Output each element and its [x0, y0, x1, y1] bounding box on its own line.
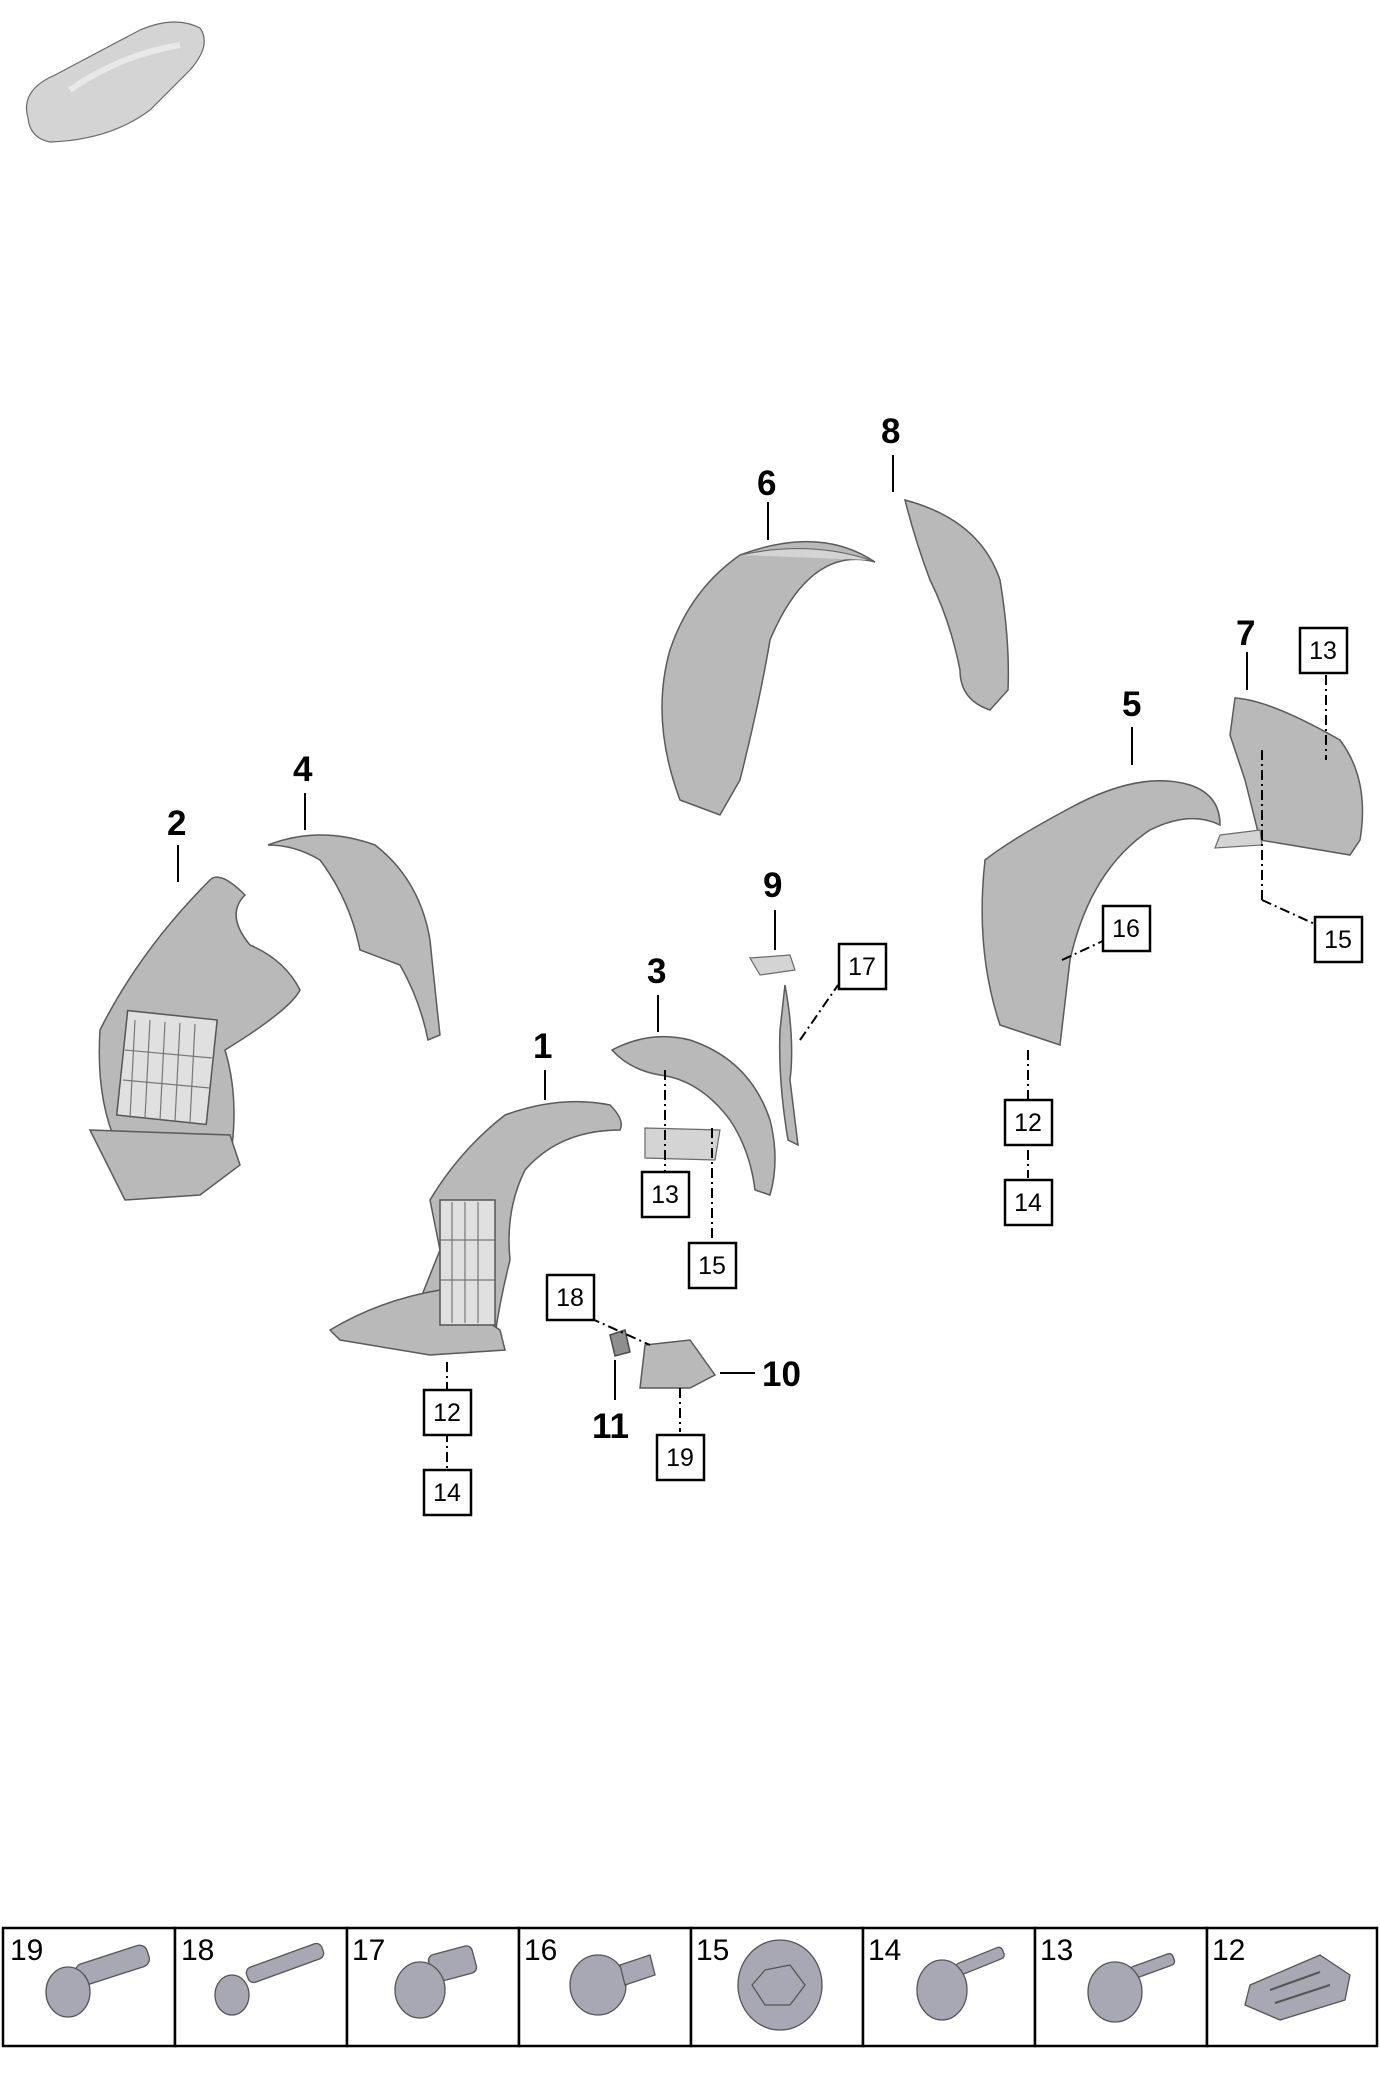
part-1-wheel-liner — [328, 1100, 622, 1356]
ref-box-19: 19 — [655, 1433, 706, 1482]
callout-5: 5 — [1122, 685, 1141, 724]
svg-text:12: 12 — [433, 1399, 461, 1427]
svg-text:15: 15 — [696, 1934, 729, 1967]
callout-2: 2 — [167, 804, 186, 843]
svg-text:13: 13 — [651, 1181, 679, 1209]
svg-text:17: 17 — [352, 1934, 385, 1967]
callout-8: 8 — [881, 412, 900, 451]
callout-1: 1 — [533, 1027, 552, 1066]
ref-box-17: 17 — [837, 942, 888, 991]
part-5-wheel-liner — [981, 780, 1221, 1047]
callout-10: 10 — [762, 1355, 801, 1394]
legend-cell-17: 17 — [345, 1926, 521, 2048]
ref-box-13-front: 13 — [640, 1170, 691, 1219]
callout-3: 3 — [647, 952, 666, 991]
ref-box-15-front: 15 — [687, 1241, 738, 1290]
legend-cell-15: 15 — [689, 1926, 865, 2048]
part-9-bracket — [748, 954, 799, 1147]
ref-box-13-rear: 13 — [1298, 626, 1349, 675]
svg-text:13: 13 — [1309, 637, 1337, 665]
ref-box-12-front: 12 — [422, 1388, 473, 1437]
svg-text:14: 14 — [868, 1934, 901, 1967]
vehicle-thumbnail-icon — [26, 21, 205, 143]
part-2-wheel-liner — [88, 876, 301, 1201]
svg-text:12: 12 — [1014, 1109, 1042, 1137]
svg-text:15: 15 — [698, 1252, 726, 1280]
pan-head-screw-icon — [1087, 1952, 1176, 2023]
ref-box-12-rear: 12 — [1003, 1098, 1054, 1147]
ref-box-18: 18 — [545, 1273, 596, 1322]
part-6-wheel-liner — [661, 540, 876, 816]
svg-text:12: 12 — [1212, 1934, 1245, 1967]
part-7-wheel-liner-section — [1214, 697, 1364, 856]
legend-cell-14: 14 — [861, 1926, 1037, 2048]
part-3-wheel-liner — [610, 1035, 776, 1196]
ref-box-14-front: 14 — [422, 1468, 473, 1517]
svg-text:19: 19 — [666, 1444, 694, 1472]
expanding-nut-icon — [569, 1954, 656, 2016]
legend-cell-19: 19 — [1, 1926, 177, 2048]
svg-text:18: 18 — [181, 1934, 214, 1967]
screw-bolt-icon — [45, 1944, 151, 2018]
svg-text:18: 18 — [556, 1284, 584, 1312]
legend-cell-13: 13 — [1033, 1926, 1209, 2048]
part-4-wheel-liner — [267, 834, 441, 1042]
svg-text:17: 17 — [848, 953, 876, 981]
part-8-wheel-liner-section — [903, 498, 1010, 711]
hardware-legend: 19 18 17 16 — [1, 1926, 1379, 2048]
ref-box-15-rear: 15 — [1313, 915, 1364, 964]
callout-7: 7 — [1236, 614, 1255, 653]
svg-text:14: 14 — [433, 1479, 461, 1507]
callout-9: 9 — [763, 866, 782, 905]
flange-nut-icon — [737, 1939, 823, 2031]
legend-cell-12: 12 — [1205, 1926, 1379, 2048]
legend-cell-18: 18 — [173, 1926, 349, 2048]
callout-4: 4 — [293, 750, 313, 789]
svg-text:19: 19 — [10, 1934, 43, 1967]
svg-text:13: 13 — [1040, 1934, 1073, 1967]
ref-box-16: 16 — [1101, 904, 1152, 953]
ref-box-14-rear: 14 — [1003, 1178, 1054, 1227]
svg-text:16: 16 — [1112, 915, 1140, 943]
svg-text:14: 14 — [1014, 1189, 1042, 1217]
part-10-bracket — [639, 1339, 717, 1389]
part-11-clip — [609, 1329, 631, 1357]
svg-text:16: 16 — [524, 1934, 557, 1967]
svg-text:15: 15 — [1324, 926, 1352, 954]
washer-screw-icon — [916, 1946, 1005, 2021]
callout-11: 11 — [592, 1407, 629, 1446]
legend-cell-16: 16 — [517, 1926, 693, 2048]
tapping-screw-icon — [214, 1942, 325, 2016]
spring-nut-icon — [1244, 1954, 1351, 2021]
clip-nut-icon — [394, 1945, 478, 2019]
callout-6: 6 — [757, 464, 776, 503]
